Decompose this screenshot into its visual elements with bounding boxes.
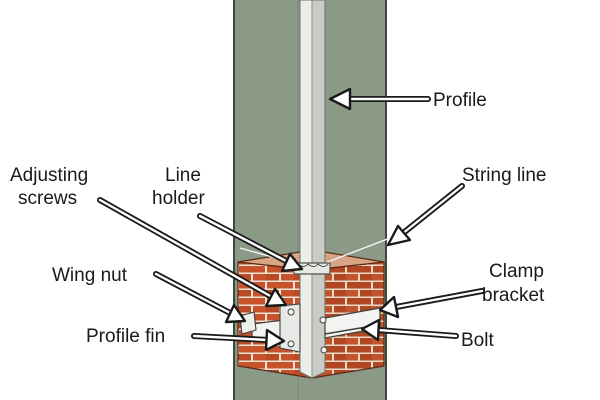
label-clamp-bracket: Clamp bracket [482,261,549,306]
leader-wing-nut [153,271,247,324]
label-profile-fin: Profile fin [86,326,165,347]
leader-string-line [386,183,465,247]
profile-post [299,0,326,379]
leader-profile [328,87,431,111]
leader-clamp-bracket [378,288,485,319]
label-profile: Profile [433,90,487,111]
adjusting-screws-part [287,308,295,348]
leader-adjusting-screws [97,197,288,308]
label-string-line: String line [462,165,547,186]
label-wing-nut: Wing nut [52,265,128,286]
label-adjusting-screws: Adjusting screws [10,165,93,209]
leader-bolt [360,318,459,342]
label-line-holder: Line holder [152,165,206,209]
label-bolt: Bolt [461,330,494,351]
leader-profile-fin [191,328,286,352]
leader-line-holder [197,213,304,273]
